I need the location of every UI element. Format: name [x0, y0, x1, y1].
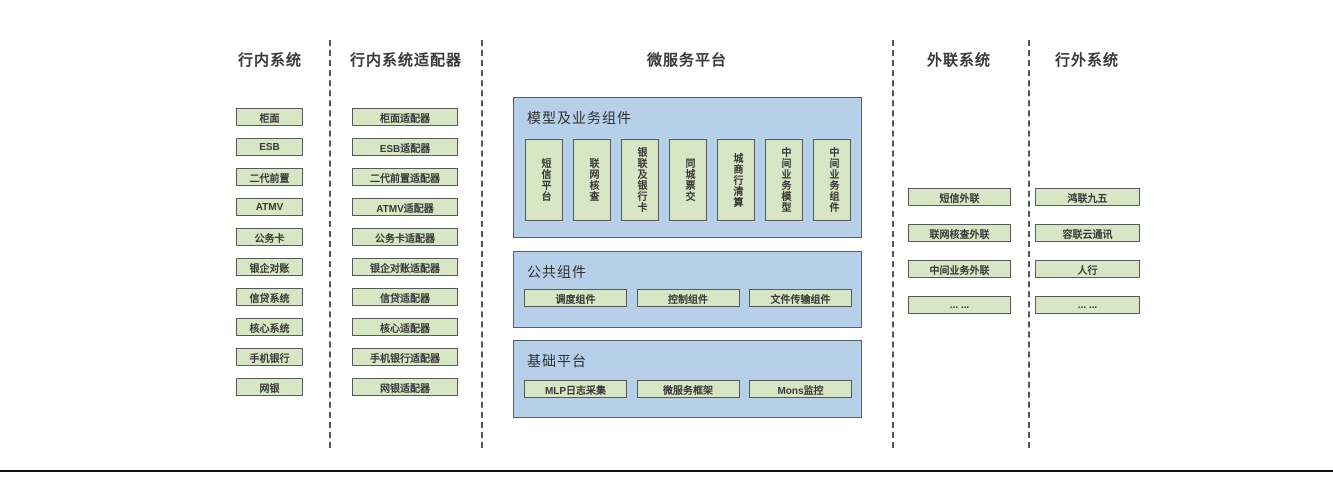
group-model-business-components: 模型及业务组件 短信平台联网核查银联及银行卡同城票交城商行清算中间业务模型中间业… [513, 97, 862, 238]
system-node: 网银 [236, 378, 303, 396]
column-divider [481, 40, 483, 448]
system-node: 柜面 [236, 108, 303, 126]
group-base-platform: 基础平台 MLP日志采集微服务框架 Mons监控 [513, 340, 862, 418]
column-divider [329, 40, 331, 448]
system-node: 公务卡 [236, 228, 303, 246]
adapter-node: ESB适配器 [352, 138, 458, 156]
system-node: 手机银行 [236, 348, 303, 366]
component-node: 中间业务组件 [813, 139, 851, 221]
adapter-node: 核心适配器 [352, 318, 458, 336]
adapter-node: 二代前置适配器 [352, 168, 458, 186]
column-title-internal-adapters: 行内系统适配器 [349, 52, 462, 69]
adapter-node: 银企对账适配器 [352, 258, 458, 276]
system-node: 核心系统 [236, 318, 303, 336]
component-node: 中间业务模型 [765, 139, 803, 221]
adapter-node: 手机银行适配器 [352, 348, 458, 366]
system-node: ... ... [908, 296, 1011, 314]
component-node: 文件传输组件 [749, 289, 852, 307]
column-title-outreach-systems: 外联系统 [926, 52, 991, 69]
component-node: 控制组件 [636, 289, 740, 307]
external-systems-list: 鸿联九五容联云通讯人行 ... ... [1035, 188, 1140, 314]
internal-systems-list: 柜面 ESB 二代前置 ATMV 公务卡银企对账信贷系统核心系统手机银行网银 [236, 108, 303, 396]
column-title-external-systems: 行外系统 [1054, 52, 1119, 69]
system-node: ATMV [236, 198, 303, 216]
adapter-node: ATMV适配器 [352, 198, 458, 216]
component-node: 同城票交 [669, 139, 707, 221]
system-node: ESB [236, 138, 303, 156]
outreach-systems-list: 短信外联联网核查外联中间业务外联 ... ... [908, 188, 1011, 314]
adapter-list: 柜面适配器 ESB适配器二代前置适配器 ATMV适配器公务卡适配器银企对账适配器信贷… [352, 108, 458, 396]
vertical-component-row: 短信平台联网核查银联及银行卡同城票交城商行清算中间业务模型中间业务组件 [525, 139, 851, 221]
component-node: 微服务框架 [636, 380, 740, 398]
component-node: 调度组件 [524, 289, 627, 307]
group-common-components: 公共组件 调度组件控制组件文件传输组件 [513, 251, 862, 328]
component-node: Mons监控 [749, 380, 852, 398]
column-title-microservice-platform: 微服务平台 [646, 52, 727, 69]
system-node: 银企对账 [236, 258, 303, 276]
system-node: 容联云通讯 [1035, 224, 1140, 242]
system-node: 人行 [1035, 260, 1140, 278]
column-divider [1028, 40, 1030, 448]
component-node: 银联及银行卡 [621, 139, 659, 221]
group-label: 模型及业务组件 [527, 110, 632, 126]
system-node: 短信外联 [908, 188, 1011, 206]
adapter-node: 网银适配器 [352, 378, 458, 396]
system-node: 信贷系统 [236, 288, 303, 306]
component-row: MLP日志采集微服务框架 Mons监控 [524, 380, 852, 398]
component-node: MLP日志采集 [524, 380, 627, 398]
bottom-rule [0, 470, 1333, 472]
system-node: 二代前置 [236, 168, 303, 186]
component-node: 城商行清算 [717, 139, 755, 221]
adapter-node: 信贷适配器 [352, 288, 458, 306]
column-title-internal-systems: 行内系统 [237, 52, 302, 69]
system-node: ... ... [1035, 296, 1140, 314]
group-label: 基础平台 [527, 353, 587, 369]
column-divider [892, 40, 894, 448]
component-row: 调度组件控制组件文件传输组件 [524, 289, 852, 307]
component-node: 联网核查 [573, 139, 611, 221]
adapter-node: 公务卡适配器 [352, 228, 458, 246]
component-node: 短信平台 [525, 139, 563, 221]
system-node: 鸿联九五 [1035, 188, 1140, 206]
system-node: 中间业务外联 [908, 260, 1011, 278]
system-node: 联网核查外联 [908, 224, 1011, 242]
adapter-node: 柜面适配器 [352, 108, 458, 126]
group-label: 公共组件 [527, 264, 587, 280]
